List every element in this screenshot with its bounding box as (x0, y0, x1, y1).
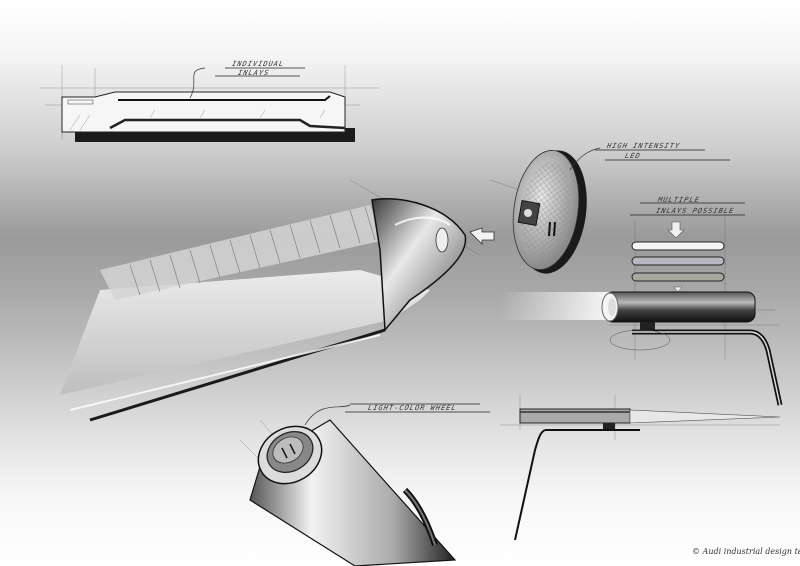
annotation-high-intensity: HIGH INTENSITY (606, 142, 681, 150)
annotation-inlays: INLAYS (237, 69, 271, 77)
arrow-down-icon (667, 221, 685, 239)
inlay-cross-section (61, 67, 355, 142)
arrow-icon (469, 227, 495, 245)
light-bar (500, 291, 783, 406)
led-disc (512, 147, 601, 274)
annotation-inlays-possible: INLAYS POSSIBLE (655, 207, 736, 215)
annotation-led: LED (624, 152, 642, 160)
signature: © Audi industrial design team (692, 547, 800, 556)
color-wheel-cap (249, 404, 457, 566)
inlay-strips (631, 221, 725, 293)
pen-tip-perspective (60, 198, 467, 422)
annotation-individual: INDIVIDUAL (231, 60, 286, 68)
annotation-light-color-wheel: LIGHT-COLOR WHEEL (367, 404, 458, 412)
annotation-multiple: MULTIPLE (657, 196, 701, 204)
annotation-lines (215, 67, 745, 413)
side-profile (514, 408, 781, 541)
